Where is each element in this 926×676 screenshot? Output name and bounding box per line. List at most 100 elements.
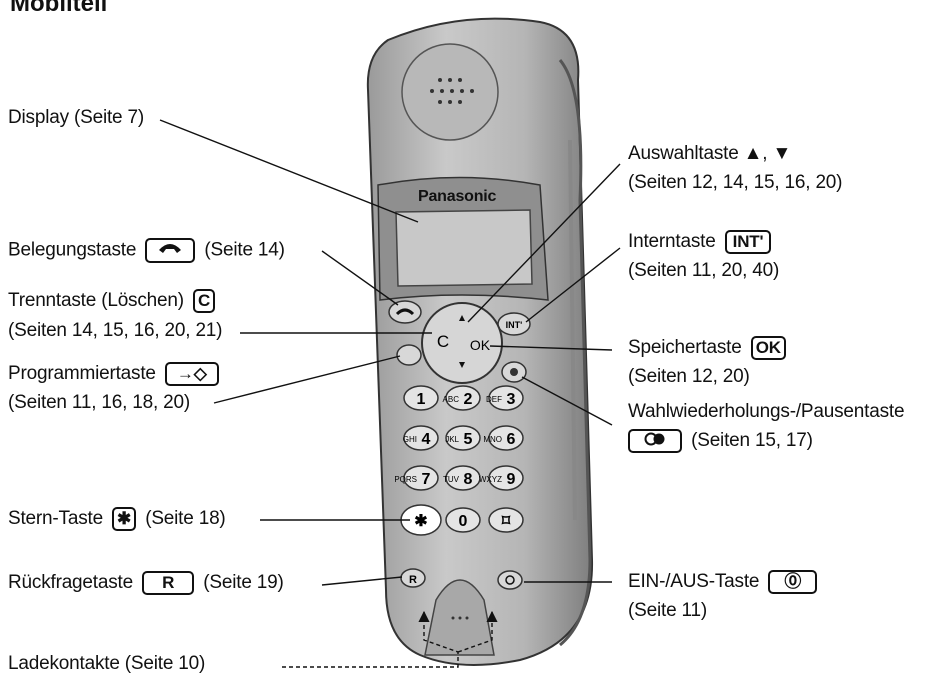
keypad-key-letters: JKL [445,435,459,444]
int-key-icon: INT' [724,230,772,254]
navigation-pad [421,302,503,384]
keypad-key-digit: 2 [464,391,473,408]
nav-ok-text: OK [470,337,491,353]
keypad-key-digit: 7 [422,471,431,488]
leader-speicher [489,345,613,351]
label-ein: EIN-/AUS-Taste ⓪ [628,570,821,594]
display-screen [395,209,533,287]
label-speicher-pages: (Seiten 12, 20) [628,366,750,387]
program-key [396,344,422,366]
keypad-key-digit: 5 [464,431,473,448]
leader-intern [525,247,621,323]
label-belegung: Belegungstaste (Seite 14) [8,238,285,263]
keypad-key [403,385,439,411]
keypad-key [488,425,524,451]
microphone-holes [451,616,469,620]
leader-display [159,119,419,223]
keypad-key [445,465,481,491]
keypad-key-digit: 9 [507,471,516,488]
keypad-key-digit: ✱ [414,513,427,530]
keypad-key-digit: 1 [417,391,426,408]
label-prog-name: Programmiertaste [8,363,156,385]
label-stern-name: Stern-Taste [8,508,103,530]
program-key-icon: →◇ [164,362,219,386]
label-intern: Interntaste INT' [628,230,775,254]
keypad-key-digit: 0 [459,513,468,530]
speaker-holes [430,78,474,104]
keypad-key-letters: WXYZ [479,475,502,484]
label-auswahl-pages: (Seiten 12, 14, 15, 16, 20) [628,172,843,193]
keypad-key-letters: ABC [443,395,460,404]
diagram-title: Mobilteil [10,0,108,17]
label-lade: Ladekontakte (Seite 10) [8,653,206,674]
nav-down-arrow [459,362,465,368]
label-ein-name: EIN-/AUS-Taste [628,571,760,593]
nav-c-text: C [437,332,449,351]
label-rueck-name: Rückfragetaste [8,572,133,594]
keypad-key-digit: 8 [464,471,473,488]
leader-rueck [321,576,403,586]
label-intern-name: Interntaste [628,231,716,253]
label-belegung-name: Belegungstaste [8,239,137,261]
label-rueck-page: (Seite 19) [203,572,284,594]
label-wahl: Wahlwiederholungs-/Pausentaste [628,401,905,422]
leader-prog [213,355,401,404]
label-rueck: Rückfragetaste R (Seite 19) [8,571,284,595]
handset-key-icon [145,238,196,263]
c-key-icon: C [192,289,216,313]
star-key-icon: ✱ [112,507,137,531]
leader-auswahl [467,163,621,323]
handset-side-rim [558,59,592,647]
keypad-key [445,507,481,533]
label-wahl-row: (Seiten 15, 17) [628,429,813,453]
r-key-text: R [409,574,417,586]
talk-key [388,300,422,324]
label-stern: Stern-Taste ✱ (Seite 18) [8,507,226,531]
ok-key-icon: OK [750,336,786,360]
keypad-key [488,385,524,411]
keypad-key-letters: TUV [443,475,460,484]
label-prog-pages: (Seiten 11, 16, 18, 20) [8,392,191,413]
r-key-icon: R [142,571,195,595]
label-speicher: Speichertaste OK [628,336,790,360]
keypad-key [445,385,481,411]
keypad-key-digit: 4 [422,431,431,448]
int-key-text: INT' [506,320,523,330]
keypad-key [403,465,439,491]
brand-logo: Panasonic [418,188,497,205]
label-stern-page: (Seite 18) [145,508,226,530]
label-belegung-page: (Seite 14) [204,239,285,261]
label-auswahl: Auswahltaste ▲, ▼ [628,143,792,164]
keypad-key [403,425,439,451]
keypad-key-letters: GHI [403,435,417,444]
label-display: Display (Seite 7) [8,107,144,128]
keypad-key [488,507,524,533]
keypad-key-digit: 3 [507,391,516,408]
power-key [497,570,523,590]
r-key [400,568,426,588]
label-speicher-name: Speichertaste [628,337,742,359]
nav-up-arrow [459,315,465,321]
keypad-key-letters: DEF [486,395,502,404]
keypad-key [445,425,481,451]
redial-key-icon [628,429,682,453]
power-key-icon: ⓪ [768,570,818,594]
label-trenn: Trenntaste (Löschen) C [8,289,219,313]
speaker-grille [401,43,499,141]
keypad-key [488,465,524,491]
leader-wahl [521,376,613,426]
label-ein-page: (Seite 11) [628,600,707,621]
label-trenn-pages: (Seiten 14, 15, 16, 20, 21) [8,320,223,341]
label-trenn-name: Trenntaste (Löschen) [8,290,184,312]
label-wahl-pages: (Seiten 15, 17) [691,430,813,452]
keypad-key-letters: PQRS [394,475,417,484]
keypad-key-digit: 6 [507,431,516,448]
keypad-key-letters: MNO [483,435,502,444]
leader-belegung [321,250,399,306]
label-prog: Programmiertaste →◇ [8,362,223,386]
keypad-key-digit: ⌑ [501,513,511,530]
label-intern-pages: (Seiten 11, 20, 40) [628,260,780,281]
